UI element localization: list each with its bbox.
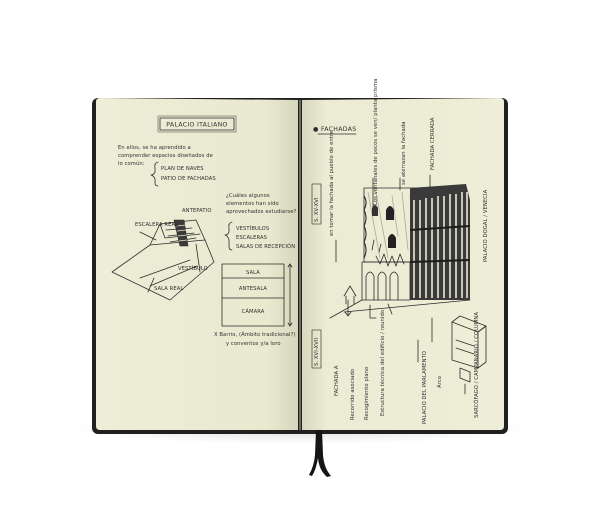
facade-sketch	[329, 184, 471, 319]
right-header: ● FACHADAS	[313, 126, 357, 133]
sketch-label-3: VESTÍBULO	[178, 265, 208, 272]
vnote-7: S. XVI-XVII	[314, 338, 320, 366]
vnote-14: SARCÓFAGO / CAMPANARIO / COLUMNA	[473, 312, 480, 418]
intro-line-3: lo común:	[118, 160, 145, 167]
vnote-12: PALACIO DEL PARLAMENTO	[422, 351, 428, 424]
left-page-content: PALACIO ITALIANO En ellos, se ha aprendi…	[111, 115, 297, 347]
sketch-label-2: ANTEPATIO	[182, 208, 212, 214]
question-item-2: ESCALERAS	[236, 235, 267, 241]
bracket-1	[150, 161, 159, 187]
question-line-2: elementos han sido	[226, 201, 279, 207]
vnote-4: se aterrazan la fachada	[401, 121, 407, 185]
stair-sketch: ESCALERA REAL ANTEPATIO VESTÍBULO SALA R…	[111, 208, 215, 301]
vnote-11: Estructura técnica del edificio / reunid…	[379, 310, 386, 416]
vnote-9: Recorrido asociado	[350, 369, 356, 420]
vnote-5: FACHADA CERRADA	[430, 117, 436, 170]
right-page	[302, 98, 504, 430]
vnote-3: Los ventanales de pocos se ven/ planta p…	[373, 79, 379, 205]
vnote-2: en tomar la fachada al pueblo de entre	[329, 131, 335, 236]
plan-label-3: CÁMARA	[242, 308, 265, 315]
plan-label-2: ANTESALA	[239, 286, 268, 292]
footer-line-1: X Barrio, (Ámbito tradicional?)	[214, 331, 296, 338]
left-page	[96, 98, 298, 430]
page-title: PALACIO ITALIANO	[166, 122, 227, 129]
question-line-3: aprovechados estudiarse?	[226, 209, 297, 215]
bullet-1: PLAN DE NAVES	[161, 166, 204, 172]
sketch-label-4: SALA REAL	[154, 286, 183, 292]
bullet-2: PATIO DE FACHADAS	[161, 176, 216, 182]
footer-line-2: y conventos y/a loro	[226, 341, 281, 347]
vnote-1: S. XV-XVI	[314, 197, 320, 222]
vnote-10: Recogimiento plano	[364, 367, 370, 420]
bookmark-ribbon	[309, 430, 331, 477]
intro-line-2: comprender espacios diseñados de	[118, 153, 213, 159]
vnote-6: PALACIO DOGAL / VENECIA	[483, 189, 489, 262]
question-line-1: ¿Cuáles algunos	[226, 192, 270, 199]
title-box	[159, 117, 235, 131]
bracket-2	[224, 221, 233, 251]
pedestal-sketch	[451, 315, 487, 395]
question-item-3: SALAS DE RECEPCIÓN	[236, 243, 295, 250]
question-item-1: VESTÍBULOS	[236, 225, 269, 232]
plan-diagram: SALA ANTESALA CÁMARA	[221, 263, 293, 327]
right-page-content: ● FACHADAS S. XV-XVI en tomar la fachada…	[311, 79, 489, 424]
intro-line-1: En ellos, se ha aprendido a	[118, 145, 191, 151]
vnote-13: Arco	[437, 376, 443, 388]
vnote-8: FACHADA A	[334, 365, 340, 396]
plan-label-1: SALA	[246, 270, 260, 276]
sketch-label-1: ESCALERA REAL	[135, 222, 178, 228]
